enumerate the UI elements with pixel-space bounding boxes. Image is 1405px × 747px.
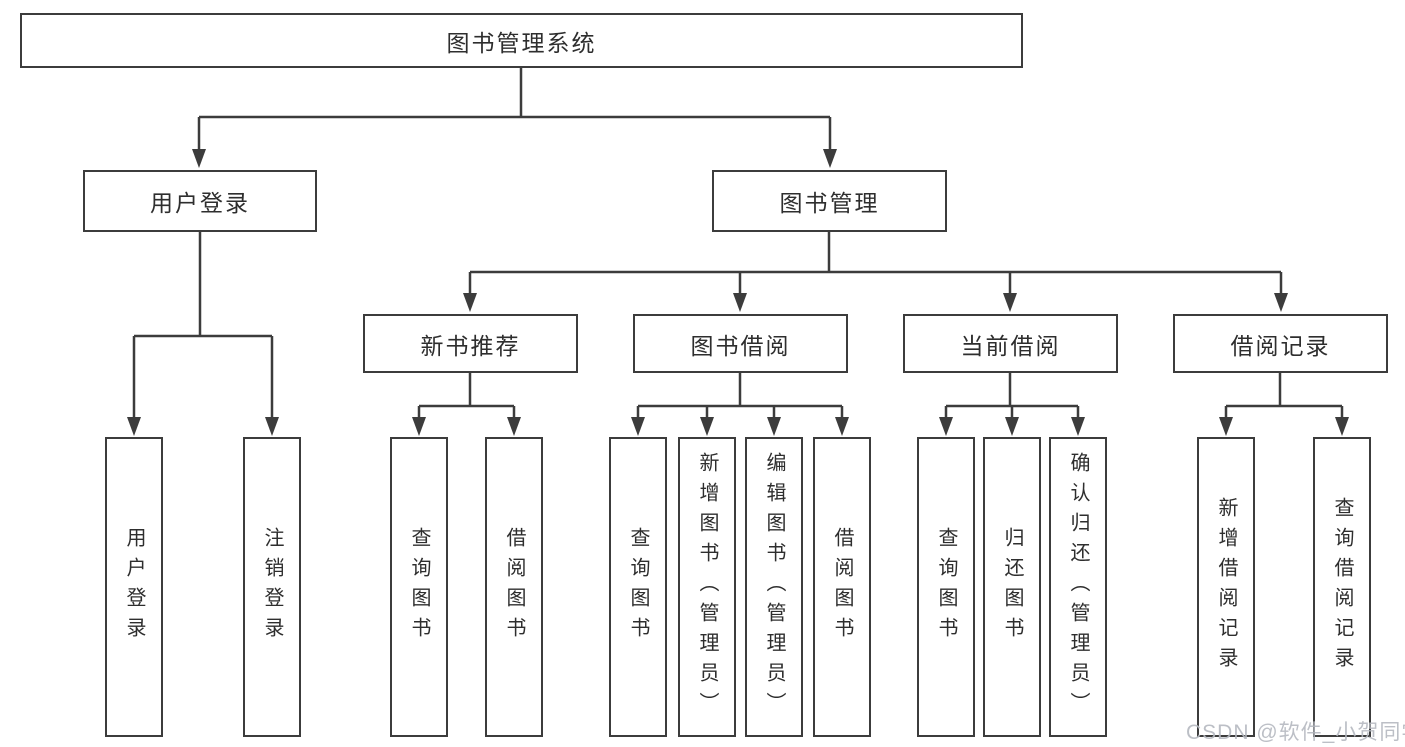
arrowheads-current-borrowing: [939, 417, 1085, 436]
node-borrow-records: 借阅记录: [1173, 314, 1388, 373]
node-current-query-books: 查询图书: [917, 437, 975, 737]
node-borrowing-add-books-admin: 新增图书（管理员）: [678, 437, 736, 737]
arrowheads-book-borrowing: [631, 417, 849, 436]
node-logout: 注销登录: [243, 437, 301, 737]
node-label: 用户登录: [123, 527, 145, 647]
node-label: 图书借阅: [690, 332, 791, 359]
node-book-management: 图书管理: [712, 170, 947, 232]
node-label: 查询图书: [627, 527, 649, 647]
node-borrowing-edit-books-admin: 编辑图书（管理员）: [745, 437, 803, 737]
arrowheads-level2: [192, 149, 837, 168]
node-label: 图书管理: [779, 190, 880, 216]
node-label: 归还图书: [1001, 527, 1023, 647]
arrowheads-user-login: [127, 417, 279, 436]
node-book-borrowing: 图书借阅: [633, 314, 848, 373]
node-records-add-borrow-record: 新增借阅记录: [1197, 437, 1255, 737]
node-borrowing-query-books: 查询图书: [609, 437, 667, 737]
node-label: 新增借阅记录: [1215, 497, 1237, 677]
node-label: 新增图书（管理员）: [696, 452, 718, 722]
node-newbooks-borrow-books: 借阅图书: [485, 437, 543, 737]
node-label: 查询借阅记录: [1331, 497, 1353, 677]
connector-current-borrowing-branch: [944, 371, 1080, 418]
connector-root-to-level2: [197, 66, 832, 150]
connector-new-book-branch: [417, 371, 516, 418]
node-label: 查询图书: [408, 527, 430, 647]
node-label: 注销登录: [261, 527, 283, 647]
connector-book-borrowing-branch: [636, 371, 844, 418]
node-label: 编辑图书（管理员）: [763, 452, 785, 722]
node-new-book-recommend: 新书推荐: [363, 314, 578, 373]
node-label: 用户登录: [150, 190, 250, 216]
connector-user-login-branch: [132, 230, 274, 418]
node-borrowing-borrow-books: 借阅图书: [813, 437, 871, 737]
node-label: 图书管理系统: [446, 29, 597, 56]
arrowheads-level3: [463, 293, 1288, 312]
node-current-borrowing: 当前借阅: [903, 314, 1118, 373]
node-current-return-books: 归还图书: [983, 437, 1041, 737]
node-newbooks-query-books: 查询图书: [390, 437, 448, 737]
node-label: 借阅图书: [503, 527, 525, 647]
arrowheads-new-book: [412, 417, 521, 436]
node-user-login: 用户登录: [83, 170, 317, 232]
connector-book-management-branch: [468, 230, 1283, 295]
node-user-login-action: 用户登录: [105, 437, 163, 737]
connector-borrow-records-branch: [1224, 371, 1344, 418]
node-label: 新书推荐: [420, 332, 521, 359]
node-current-confirm-return-admin: 确认归还（管理员）: [1049, 437, 1107, 737]
node-label: 借阅记录: [1230, 332, 1331, 359]
node-records-query-borrow-record: 查询借阅记录: [1313, 437, 1371, 737]
csdn-watermark: CSDN @软件_小贺同学: [1186, 721, 1405, 744]
node-library-management-system: 图书管理系统: [20, 13, 1023, 68]
node-label: 借阅图书: [831, 527, 853, 647]
node-label: 确认归还（管理员）: [1067, 452, 1089, 722]
node-label: 当前借阅: [960, 332, 1061, 359]
arrowheads-borrow-records: [1219, 417, 1349, 436]
node-label: 查询图书: [935, 527, 957, 647]
